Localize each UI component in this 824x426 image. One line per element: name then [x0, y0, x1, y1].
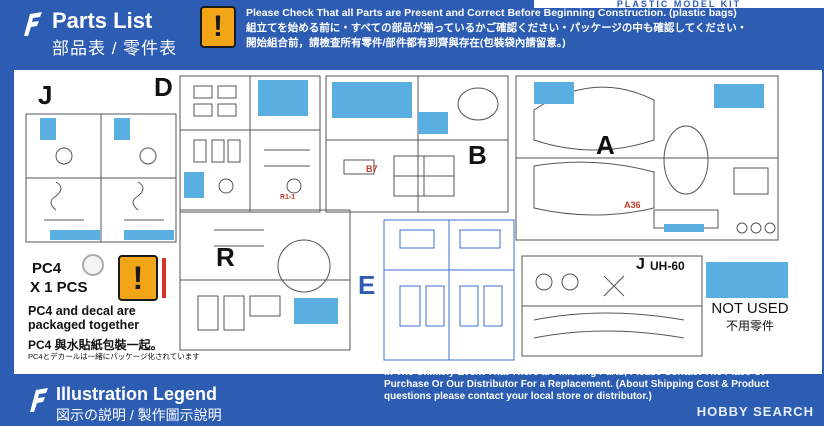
check-parts-notice: Please Check That all Parts are Present …: [246, 6, 816, 51]
kit-banner: PLASTIC MODEL KIT: [534, 0, 824, 8]
part-label-a36: A36: [624, 200, 641, 210]
sprue-label-e: E: [358, 270, 376, 300]
watermark: HOBBY SEARCH: [696, 404, 814, 419]
sprue-b-frame: [325, 75, 509, 213]
legend-subtitle: 図示の説明 / 製作圖示說明: [56, 407, 222, 423]
uh60-label: UH-60: [650, 259, 685, 273]
not-used-swatch: [706, 262, 788, 298]
not-used-highlights: [40, 80, 764, 324]
brand-logo-icon-footer: [30, 388, 48, 412]
sprue-diagram: [25, 75, 779, 361]
missing-parts-notice: In The Unlikely Event That There are Mis…: [384, 367, 770, 402]
part-label-r1: R1-1: [280, 194, 296, 201]
sprue-label-r: R: [216, 242, 235, 272]
pc4-packaged-ja: PC4とデカールは一緒にパッケージ化されています: [28, 352, 200, 361]
legend-title: Illustration Legend: [56, 384, 218, 404]
sprue-e-frame: [383, 219, 515, 361]
notice-line-zh: 開始組合前，請檢查所有零件/部件都有到齊與存在(包裝袋內請留意。): [246, 37, 566, 49]
pc4-packaged-zh: PC4 與水貼紙包裝一起。: [28, 338, 163, 352]
not-used-label-zh: 不用零件: [725, 319, 774, 333]
sprue-label-j: J: [38, 80, 53, 110]
page-subtitle: 部品表 / 零件表: [52, 39, 178, 58]
sprue-panel: J D B A R E J UH-60 B7 A36 R1-1: [14, 70, 822, 374]
pc4-packaged-en: PC4 and decal are packaged together: [28, 304, 140, 332]
sprue-label-b: B: [468, 140, 487, 170]
sprue-label-j-uh60: J: [636, 256, 645, 273]
part-label-b7: B7: [366, 164, 378, 174]
warning-accent-bar: [162, 258, 166, 298]
pc4-title: PC4: [32, 260, 62, 277]
not-used-label-en: NOT USED: [711, 300, 789, 317]
sprue-j-frame: [25, 113, 177, 243]
page-title: Parts List: [52, 8, 153, 33]
notice-line-en: Please Check That all Parts are Present …: [246, 7, 737, 19]
warning-icon-pc4: !: [118, 255, 158, 301]
sprue-label-a: A: [596, 130, 615, 160]
warning-icon: !: [200, 6, 236, 48]
sprue-label-d: D: [154, 72, 173, 102]
notice-line-ja: 組立てを始める前に・すべての部品が揃っているかご確認ください・パッケージの中も確…: [246, 22, 748, 34]
sprue-r-frame: [179, 209, 351, 351]
brand-logo-icon: [24, 12, 42, 36]
sprue-j-uh60-frame: [521, 255, 703, 357]
pc4-count: X 1 PCS: [30, 279, 88, 296]
sprue-d-frame: [179, 75, 321, 213]
pc4-part-icon: [82, 254, 104, 276]
